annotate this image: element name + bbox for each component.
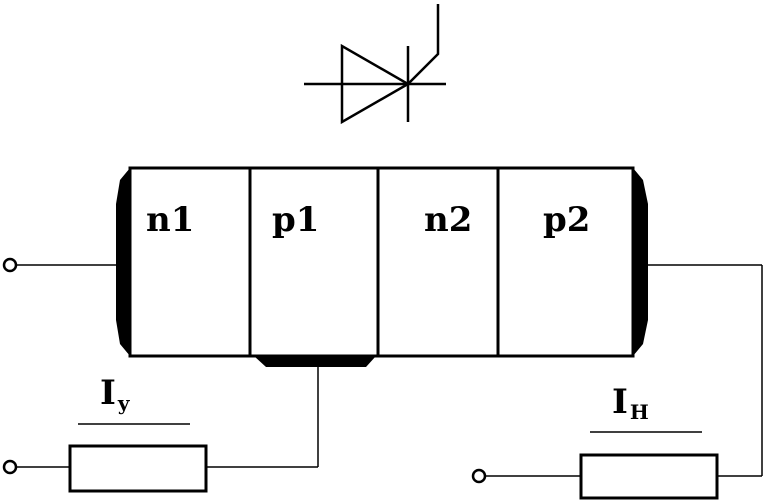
semiconductor-body: n1 p1 n2 p2 [116,166,648,367]
anode-contact [633,168,648,356]
cathode-terminal-icon [2,257,18,273]
cathode-lead [2,257,116,273]
load-terminal-icon [471,468,487,484]
load-resistor [579,453,719,500]
region-label-n1: n1 [146,200,194,240]
control-terminal-icon [2,459,18,475]
region-label-p2: p2 [543,200,590,240]
region-label-n2: n2 [424,200,472,240]
cathode-contact [116,168,130,356]
thyristor-symbol-icon [304,4,446,125]
gate-contact [254,356,376,367]
region-label-p1: p1 [272,200,319,240]
control-resistor [68,444,208,493]
body-outline [128,166,635,358]
